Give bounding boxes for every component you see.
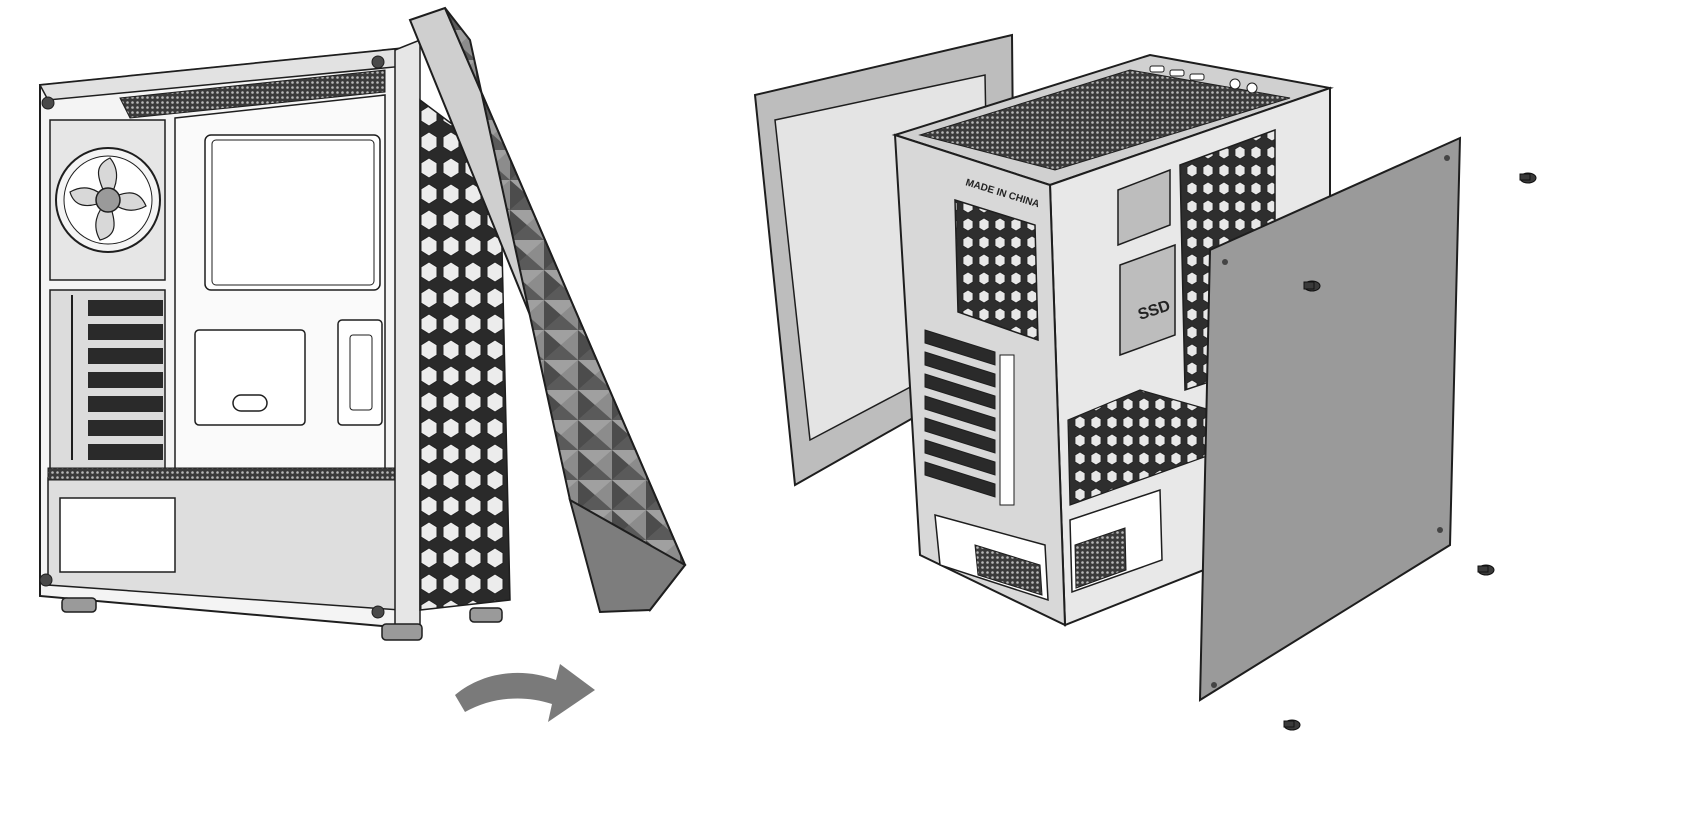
left-case-assembly <box>38 6 687 722</box>
curved-arrow-icon <box>455 664 595 722</box>
thumbscrew-mid-right <box>1477 564 1495 576</box>
foot-front <box>381 623 423 641</box>
tray-cutout-bottom <box>194 329 306 426</box>
thumbscrew-top-right <box>1519 172 1537 184</box>
rear-expansion-slots <box>924 329 1015 506</box>
rear-fan-grill <box>954 198 1039 342</box>
front-frame <box>394 38 421 633</box>
right-case-top-mesh <box>918 69 1291 171</box>
thumbscrew-icon <box>1283 172 1537 731</box>
foot-rear <box>61 597 97 613</box>
left-case-top-mesh <box>119 69 386 119</box>
thumbscrew-bottom <box>1283 719 1301 731</box>
solid-side-panel <box>1198 136 1462 702</box>
tray-cutout-top <box>204 134 381 291</box>
front-panel-opened <box>408 6 687 614</box>
right-case-assembly: SSD MADE IN CHINA <box>753 33 1537 731</box>
thumbscrew-panel <box>1303 280 1321 292</box>
ssd-brackets: SSD <box>1117 168 1176 357</box>
rear-fan <box>49 119 166 281</box>
expansion-slots-left <box>49 289 166 471</box>
